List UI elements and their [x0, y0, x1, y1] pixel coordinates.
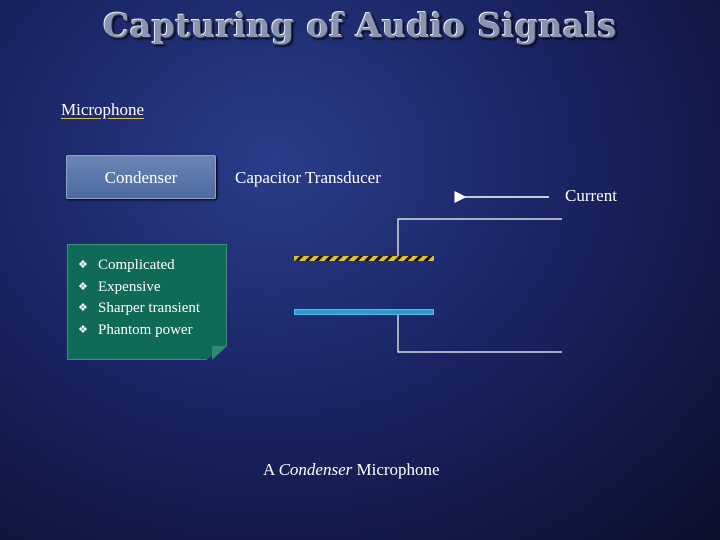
list-item: ❖ Phantom power — [78, 320, 200, 342]
diamond-bullet-icon: ❖ — [78, 302, 88, 314]
figure-caption: A Condenser Microphone — [263, 460, 440, 480]
diamond-bullet-icon: ❖ — [78, 259, 88, 271]
bullet-text: Expensive — [98, 278, 161, 295]
diaphragm-plate — [294, 256, 434, 261]
list-item: ❖ Expensive — [78, 277, 200, 299]
caption-suffix: Microphone — [356, 460, 440, 479]
diamond-bullet-icon: ❖ — [78, 280, 88, 293]
capacitor-transducer-label: Capacitor Transducer — [235, 168, 381, 187]
microphone-link[interactable]: Microphone — [61, 100, 145, 119]
features-note — [67, 244, 227, 360]
top-wire — [397, 218, 562, 258]
diamond-bullet-icon: ❖ — [78, 323, 88, 336]
bottom-wire — [397, 312, 562, 353]
caption-emphasis: Condenser — [278, 460, 353, 479]
bullet-text: Phantom power — [98, 321, 193, 338]
condenser-button[interactable]: Condenser — [66, 155, 216, 199]
slide-title: Capturing of Audio Signals — [103, 6, 617, 45]
list-item: ❖ Complicated — [78, 255, 200, 277]
bullet-text: Complicated — [98, 257, 175, 273]
current-label: Current — [565, 186, 617, 205]
back-plate — [294, 309, 434, 315]
features-list: ❖ Complicated ❖ Expensive ❖ Sharper transie… — [78, 255, 200, 341]
list-item: ❖ Sharper transient — [78, 298, 200, 320]
caption-prefix: A — [263, 460, 275, 479]
bullet-text: Sharper transient — [98, 300, 201, 316]
